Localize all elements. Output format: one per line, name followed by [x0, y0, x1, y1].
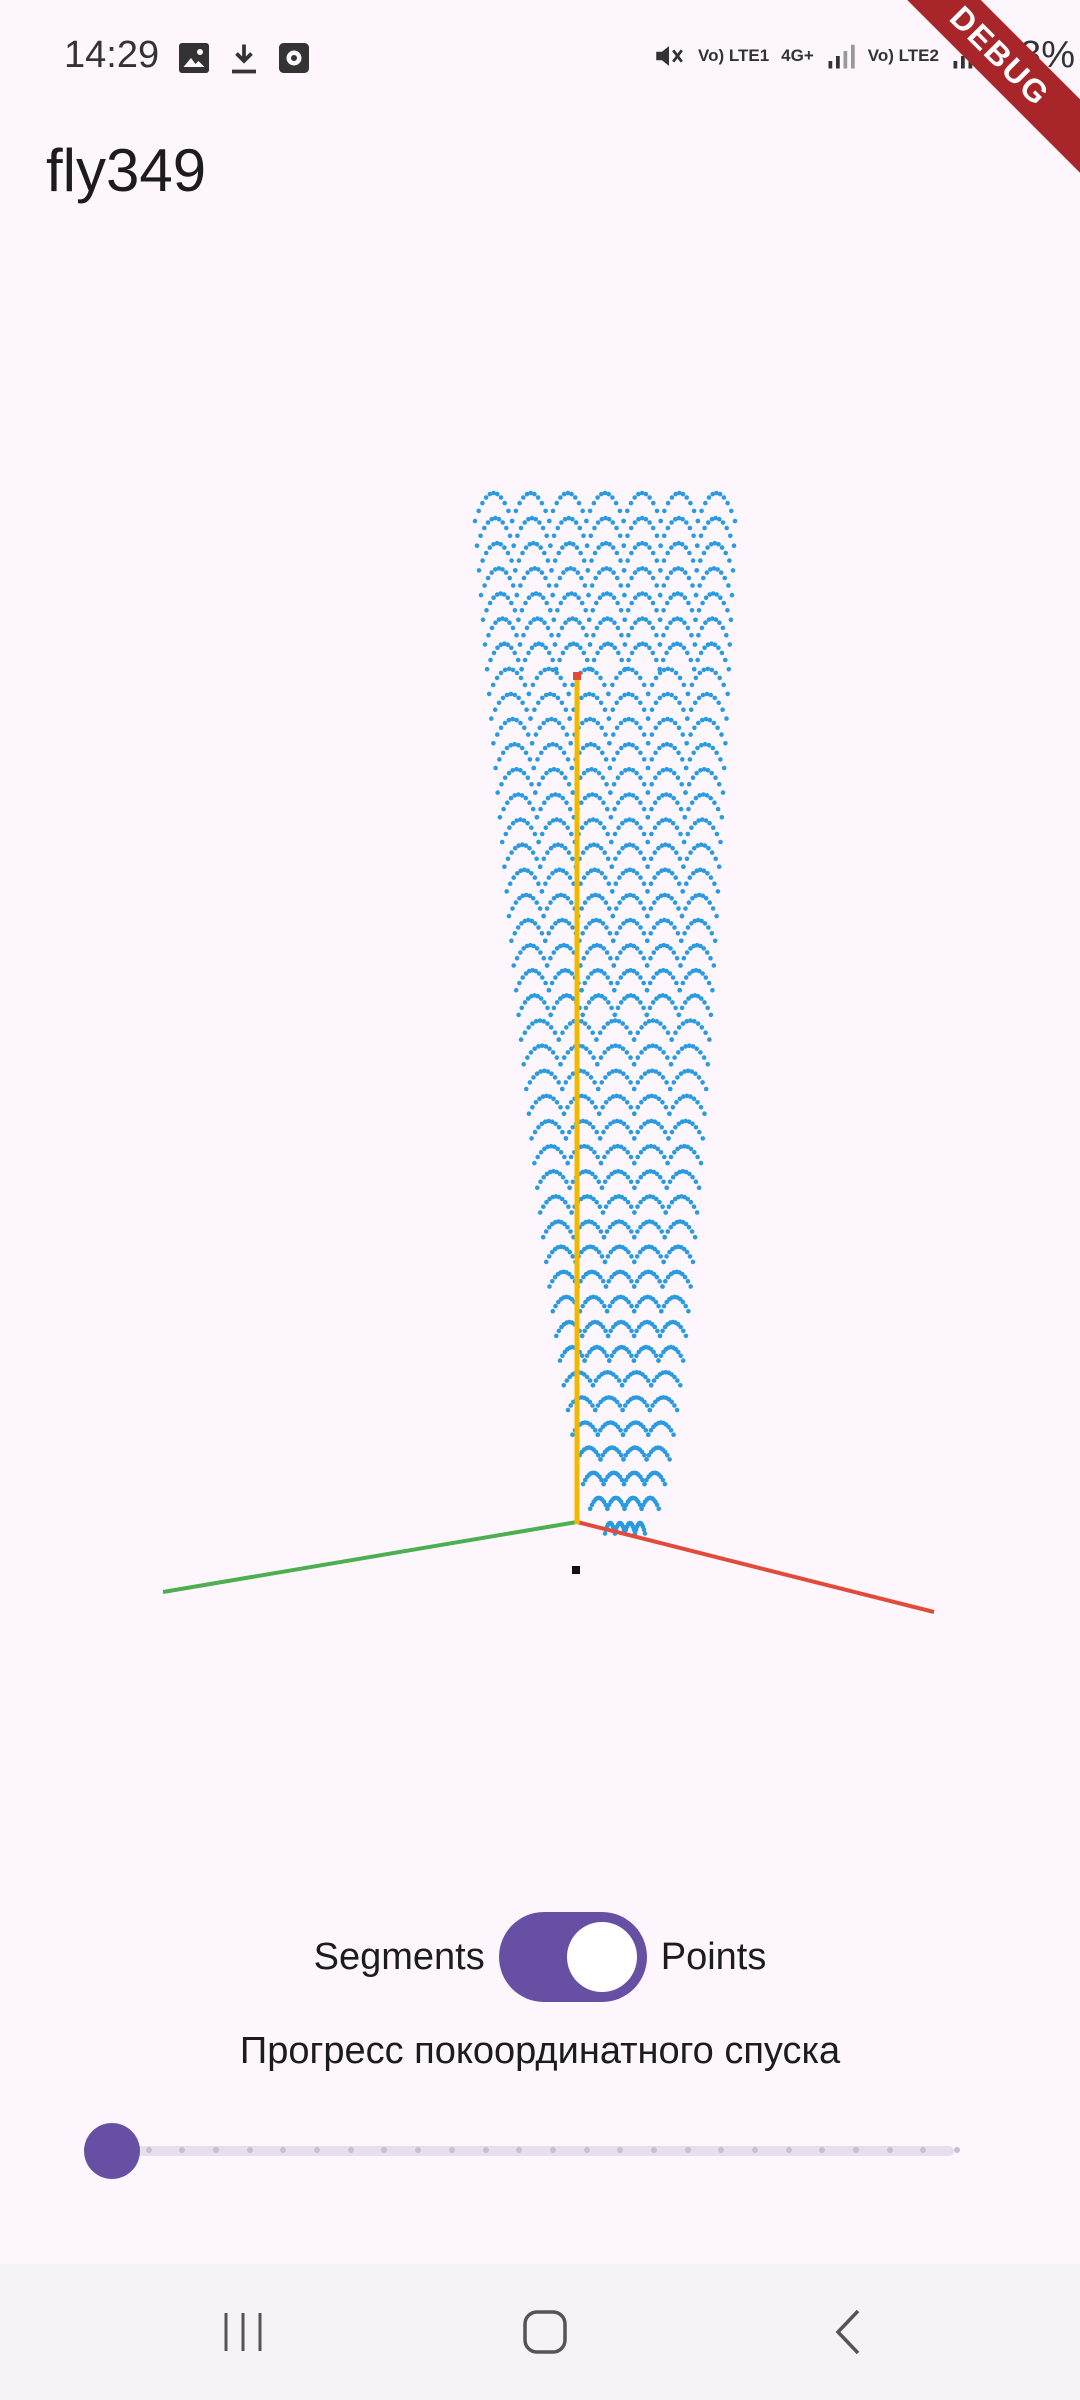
gallery-icon [179, 43, 209, 73]
slider-tick [853, 2147, 859, 2153]
z-axis-top-marker [573, 672, 581, 680]
progress-slider[interactable] [84, 2120, 964, 2180]
status-bar: 14:29 Vo) LTE1 4G+ Vo) LTE2 88% [0, 0, 1080, 120]
slider-tick [718, 2147, 725, 2153]
slider-tick [347, 2147, 354, 2153]
progress-label: Прогресс покоординатного спуска [239, 2030, 841, 2072]
plot-3d[interactable] [0, 300, 1080, 1700]
slider-thumb[interactable] [84, 2123, 140, 2179]
sim1-label: Vo) LTE1 [698, 46, 770, 65]
slider-tick [448, 2147, 455, 2153]
slider-tick [751, 2147, 758, 2153]
recents-icon[interactable] [203, 2302, 283, 2362]
signal-icon [828, 44, 855, 68]
slider-tick [819, 2147, 826, 2153]
slider-tick [583, 2147, 590, 2153]
origin-marker [572, 1566, 580, 1574]
switch-knob [566, 1922, 637, 1992]
network-type: 4G+ [781, 46, 814, 65]
status-time: 14:29 [64, 34, 160, 76]
app-notification-icon [279, 43, 309, 73]
slider-tick [617, 2147, 624, 2153]
mode-switch[interactable] [498, 1912, 647, 2002]
mode-toggle-row: Segments Points [0, 1912, 1080, 2002]
slider-tick [145, 2147, 152, 2153]
slider-tick [482, 2147, 489, 2153]
slider-tick [314, 2147, 321, 2153]
slider-tick [280, 2147, 287, 2153]
slider-tick [415, 2147, 422, 2153]
points-label: Points [660, 1935, 767, 1978]
slider-tick [785, 2147, 792, 2153]
sim2-label: Vo) LTE2 [867, 46, 939, 65]
x-axis [576, 1520, 935, 1614]
app-title: fly349 [46, 137, 207, 204]
slider-tick [954, 2147, 960, 2153]
segments-label: Segments [313, 1935, 485, 1978]
home-icon[interactable] [505, 2302, 585, 2362]
slider-tick [886, 2147, 893, 2153]
point-cloud [472, 490, 738, 1536]
y-axis [162, 1520, 578, 1594]
back-icon[interactable] [808, 2302, 888, 2362]
mute-icon [656, 45, 683, 66]
slider-tick [920, 2147, 927, 2153]
slider-tick [246, 2147, 253, 2153]
slider-track[interactable] [112, 2146, 954, 2156]
slider-tick [516, 2147, 523, 2153]
navigation-bar [0, 2264, 1080, 2400]
slider-tick [213, 2147, 219, 2153]
slider-tick [549, 2147, 556, 2153]
slider-tick [684, 2147, 691, 2153]
slider-tick [650, 2147, 657, 2153]
slider-tick [179, 2147, 186, 2153]
slider-tick [381, 2147, 388, 2153]
download-icon [232, 44, 256, 74]
